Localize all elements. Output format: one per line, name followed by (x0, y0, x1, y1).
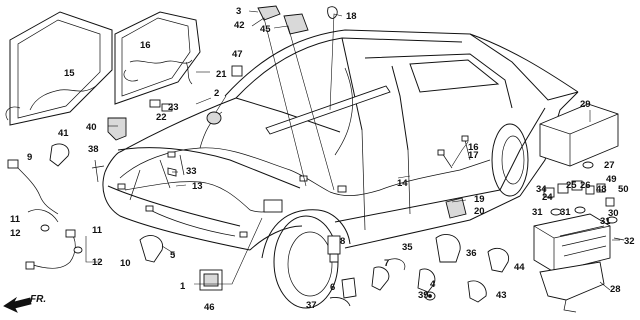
callout-12b: 12 (92, 257, 103, 268)
callout-31c: 31 (600, 216, 611, 227)
callout-numbers: 1 2 3 4 5 6 7 8 9 10 11 11 12 12 13 14 1… (10, 6, 635, 313)
callout-16b: 16 (468, 142, 479, 153)
callout-15: 15 (64, 68, 75, 79)
callout-8: 8 (340, 236, 345, 247)
callout-17: 17 (468, 150, 479, 161)
callout-12a: 12 (10, 228, 21, 239)
callout-36: 36 (466, 248, 477, 259)
callout-42: 42 (234, 20, 245, 31)
callout-4: 4 (430, 279, 436, 290)
callout-5: 5 (170, 250, 176, 261)
callout-26: 26 (580, 180, 591, 191)
front-direction-arrow: FR. (3, 294, 46, 313)
callout-43: 43 (496, 290, 507, 301)
callout-22: 22 (156, 112, 167, 123)
callout-2: 2 (214, 88, 219, 99)
callout-48: 48 (596, 184, 607, 195)
callout-19: 19 (474, 194, 485, 205)
callout-11a: 11 (10, 214, 21, 225)
car-body-outline (102, 29, 579, 309)
callout-46: 46 (204, 302, 215, 313)
door-panels (5, 11, 201, 126)
callout-38: 38 (88, 144, 99, 155)
callout-33: 33 (186, 166, 197, 177)
callout-27: 27 (604, 160, 615, 171)
callout-34: 34 (536, 184, 547, 195)
callout-10: 10 (120, 258, 131, 269)
callout-13: 13 (192, 181, 203, 192)
callout-28: 28 (610, 284, 621, 295)
callout-23: 23 (168, 102, 179, 113)
callout-25: 25 (566, 180, 577, 191)
callout-11b: 11 (92, 225, 103, 236)
parts-group (7, 5, 510, 307)
callout-21: 21 (216, 69, 227, 80)
callout-39: 39 (418, 290, 429, 301)
callout-45: 45 (260, 24, 271, 35)
callout-3: 3 (236, 6, 241, 17)
callout-29: 29 (580, 99, 591, 110)
callout-44: 44 (514, 262, 525, 273)
callout-14: 14 (397, 178, 408, 189)
callout-35: 35 (402, 242, 413, 253)
callout-24: 24 (542, 192, 553, 203)
callout-40: 40 (86, 122, 97, 133)
callout-31b: 31 (560, 207, 571, 218)
callout-20: 20 (474, 206, 485, 217)
callout-31a: 31 (532, 207, 543, 218)
callout-16a: 16 (140, 40, 151, 51)
callout-49: 49 (606, 174, 617, 185)
callout-6: 6 (330, 282, 335, 293)
callout-37: 37 (306, 300, 317, 311)
callout-50: 50 (618, 184, 629, 195)
callout-18: 18 (346, 11, 357, 22)
leader-lines (85, 10, 620, 291)
callout-1: 1 (180, 281, 186, 292)
fuse-box-assembly (533, 103, 625, 313)
callout-32: 32 (624, 236, 635, 247)
callout-30: 30 (608, 208, 619, 219)
callout-7: 7 (384, 258, 389, 269)
callout-9: 9 (27, 152, 32, 163)
harness-routing (117, 67, 491, 238)
callout-41: 41 (58, 128, 69, 139)
callout-47: 47 (232, 49, 243, 60)
direction-label: FR. (30, 294, 46, 305)
